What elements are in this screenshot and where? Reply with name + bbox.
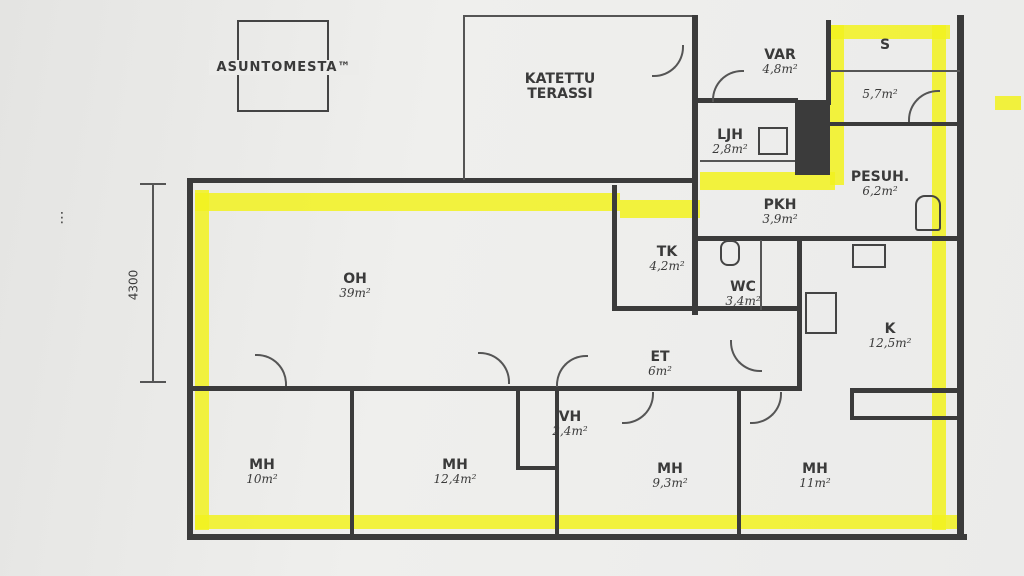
- room-s-area: 5,7m²: [862, 87, 898, 101]
- logo: ASUNTOMESTA™: [209, 20, 359, 112]
- room-terrace: KATETTU TERASSI: [524, 71, 596, 102]
- toilet-icon: [915, 195, 941, 231]
- dot-mark: ⋮: [55, 210, 69, 226]
- dimension-label: 4300: [126, 269, 141, 301]
- logo-text: ASUNTOMESTA™: [209, 60, 359, 75]
- stove-icon: [805, 292, 837, 334]
- electrical-panel-icon: [758, 127, 788, 155]
- kitchen-sink-icon: [852, 244, 886, 268]
- wc-toilet-icon: [720, 240, 740, 266]
- room-s: S: [879, 37, 891, 53]
- room-pesuh: PESUH.6,2m²: [850, 169, 910, 198]
